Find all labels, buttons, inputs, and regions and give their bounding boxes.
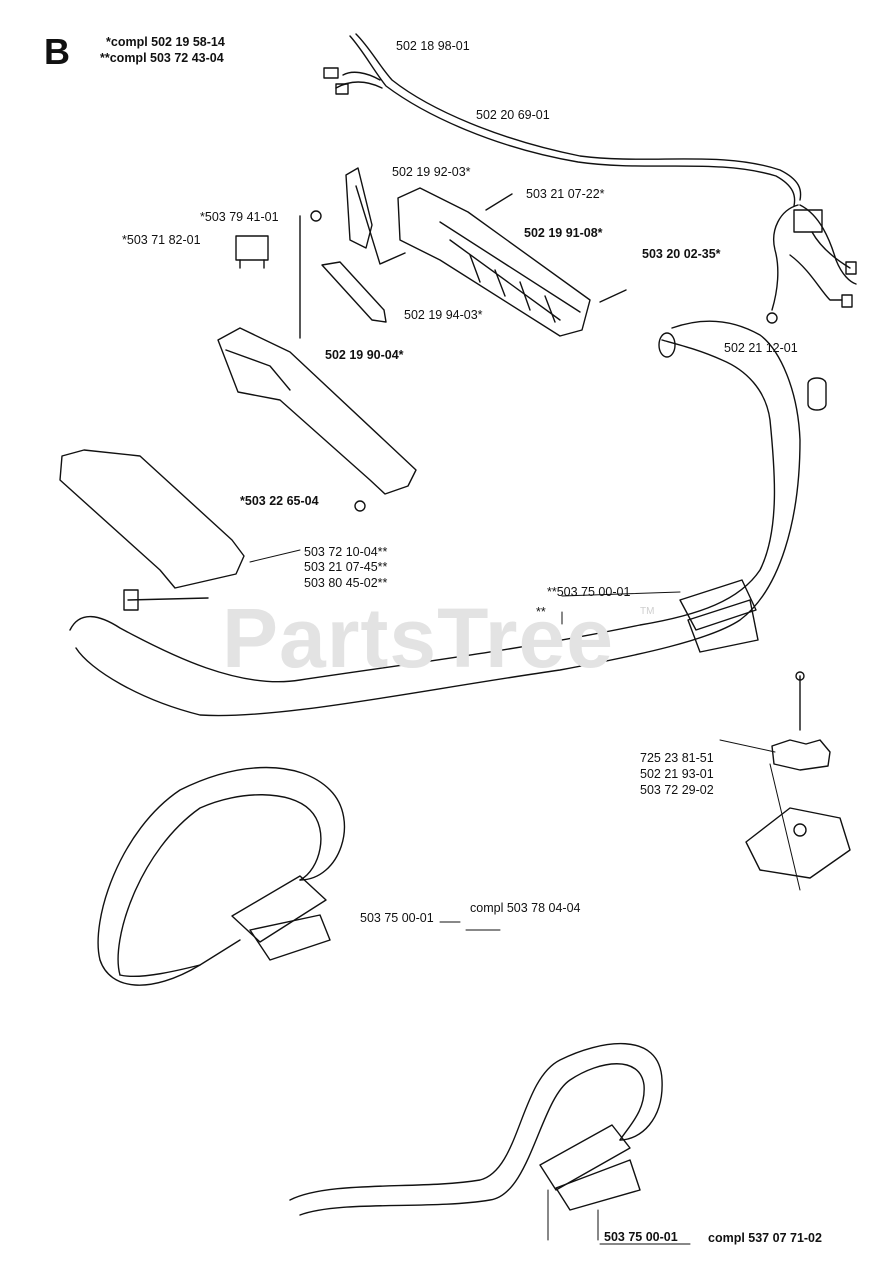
part-label: 502 19 94-03* <box>404 308 483 322</box>
part-label: 503 20 02-35* <box>642 247 721 261</box>
part-label: 503 21 07-22* <box>526 187 605 201</box>
part-label: 502 21 12-01 <box>724 341 798 355</box>
part-label: compl 537 07 71-02 <box>708 1231 822 1245</box>
part-label: 503 72 10-04** <box>304 545 388 559</box>
part-label: 503 72 29-02 <box>640 783 714 797</box>
loop-handle-2-drawing <box>289 1042 663 1216</box>
watermark: PartsTree <box>222 591 614 685</box>
part-label: 502 19 91-08* <box>524 226 603 240</box>
handlebar-drawing <box>69 320 827 717</box>
compl-star-label: *compl 502 19 58-14 <box>106 35 225 49</box>
part-label: 503 75 00-01 <box>604 1230 678 1244</box>
part-label: compl 503 78 04-04 <box>470 901 581 915</box>
part-label: 503 75 00-01 <box>360 911 434 925</box>
leader-lines <box>249 549 801 1245</box>
cable-harness-drawing <box>323 33 857 324</box>
part-label: *503 71 82-01 <box>122 233 201 247</box>
part-label: *503 22 65-04 <box>240 494 319 508</box>
guard-plate-drawing <box>59 449 245 611</box>
rear-handle-drawing <box>217 327 417 512</box>
throttle-handle-drawing <box>235 167 627 339</box>
part-label: 502 18 98-01 <box>396 39 470 53</box>
compl-double-star-label: **compl 503 72 43-04 <box>100 51 224 65</box>
part-label: *503 79 41-01 <box>200 210 279 224</box>
part-label: 502 19 92-03* <box>392 165 471 179</box>
loop-handle-1-drawing <box>97 766 346 986</box>
part-label: 503 21 07-45** <box>304 560 388 574</box>
knob-drawing <box>745 671 851 879</box>
part-label: 502 20 69-01 <box>476 108 550 122</box>
part-label: 502 21 93-01 <box>640 767 714 781</box>
section-letter: B <box>44 31 70 72</box>
part-label: 502 19 90-04* <box>325 348 404 362</box>
part-label: **503 75 00-01 <box>547 585 631 599</box>
part-label: ** <box>536 605 546 619</box>
part-label: 503 80 45-02** <box>304 576 388 590</box>
part-label: 725 23 81-51 <box>640 751 714 765</box>
watermark-tm: TM <box>640 606 655 617</box>
